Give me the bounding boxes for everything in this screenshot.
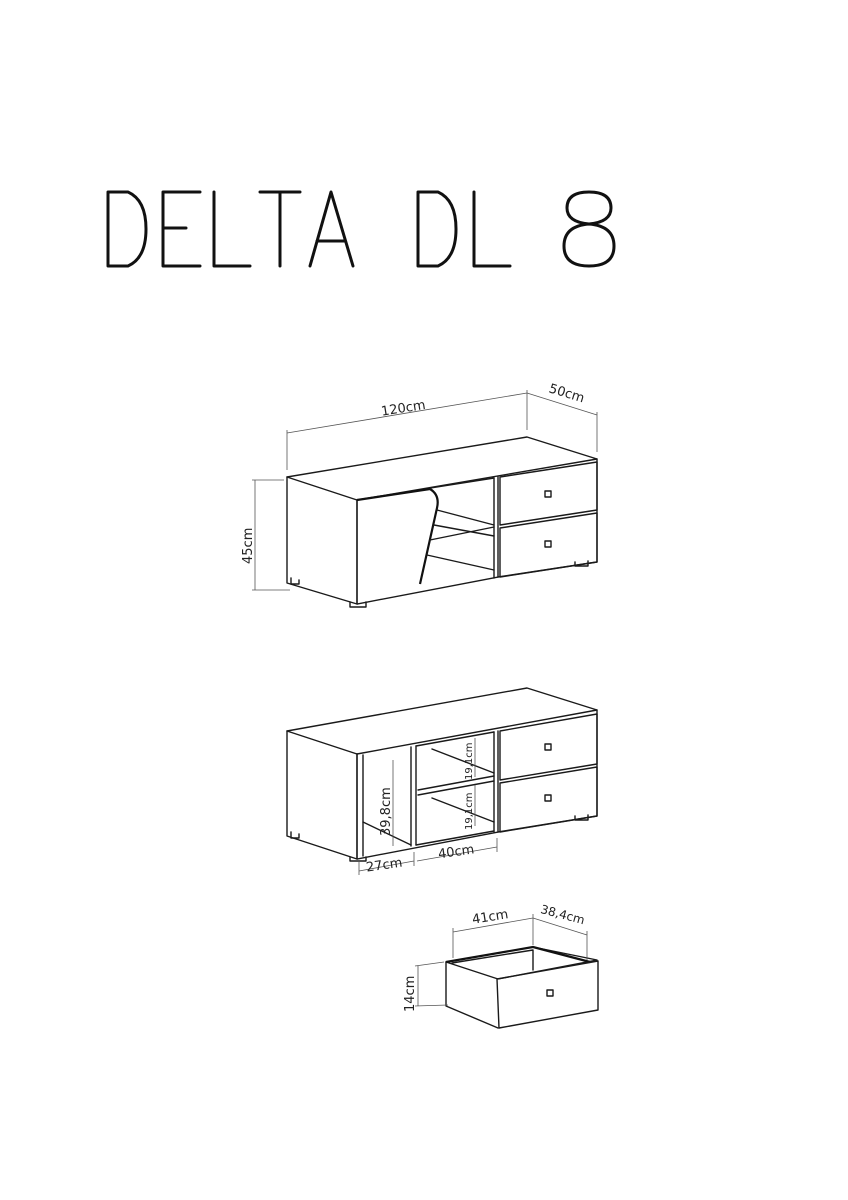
drawer-view <box>414 914 599 1029</box>
compartment-height-label: 39,8cm <box>379 787 394 836</box>
overall-view <box>252 390 598 608</box>
left-compartment-width-label: 27cm <box>365 856 403 876</box>
lower-shelf-height-label: 19,1cm <box>464 792 475 830</box>
middle-compartment-width-label: 40cm <box>437 842 475 862</box>
overall-height-label: 45cm <box>241 528 256 564</box>
overall-depth-label: 50cm <box>547 381 586 406</box>
drawer-width-label: 41cm <box>471 907 509 928</box>
overall-width-label: 120cm <box>380 398 426 420</box>
drawer-height-label: 14cm <box>403 976 418 1012</box>
upper-shelf-height-label: 19,1cm <box>464 742 475 780</box>
drawer-depth-label: 38,4cm <box>539 902 586 927</box>
title-lettering <box>106 190 616 268</box>
interior-view <box>286 687 598 875</box>
